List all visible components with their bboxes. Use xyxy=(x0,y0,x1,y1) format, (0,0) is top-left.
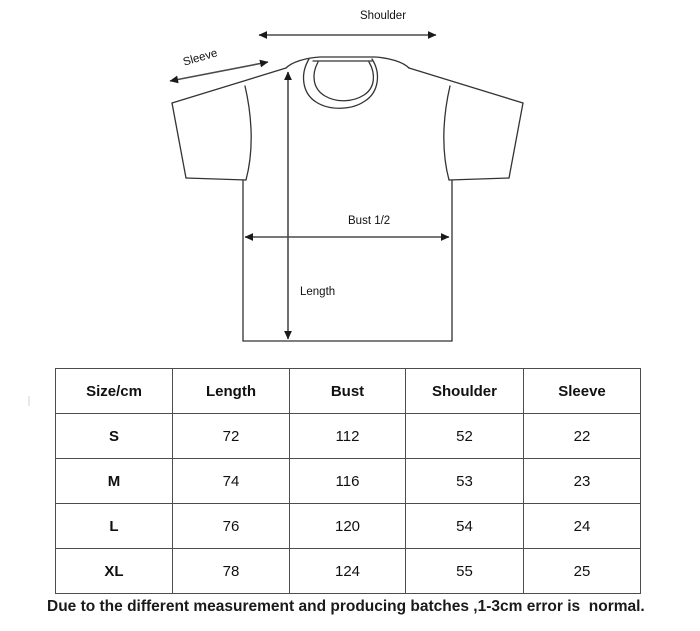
cell-sleeve: 24 xyxy=(523,503,641,549)
diagram-area: Shoulder Sleeve Bust 1/2 Length xyxy=(169,10,524,342)
collar-outline xyxy=(285,56,410,109)
size-chart-table-container: Size/cm Length Bust Shoulder Sleeve S 72… xyxy=(55,368,641,594)
cell-length: 72 xyxy=(172,413,290,459)
sleeve-dimension-arrow xyxy=(169,59,269,84)
table-row: S 72 112 52 22 xyxy=(55,413,641,459)
column-header-shoulder: Shoulder xyxy=(405,368,524,414)
cell-bust: 124 xyxy=(289,548,406,594)
column-header-bust: Bust xyxy=(289,368,406,414)
table-header-row: Size/cm Length Bust Shoulder Sleeve xyxy=(55,368,641,414)
column-header-length: Length xyxy=(172,368,290,414)
cell-sleeve: 23 xyxy=(523,458,641,504)
table-row: XL 78 124 55 25 xyxy=(55,548,641,594)
table-row: L 76 120 54 24 xyxy=(55,503,641,549)
scan-artifact xyxy=(28,396,30,406)
cell-length: 74 xyxy=(172,458,290,504)
shoulder-label: Shoulder xyxy=(360,10,407,22)
column-header-sleeve: Sleeve xyxy=(523,368,641,414)
cell-shoulder: 52 xyxy=(405,413,524,459)
table-row: M 74 116 53 23 xyxy=(55,458,641,504)
cell-length: 76 xyxy=(172,503,290,549)
cell-sleeve: 22 xyxy=(523,413,641,459)
cell-size: M xyxy=(55,458,173,504)
cell-length: 78 xyxy=(172,548,290,594)
cell-bust: 112 xyxy=(289,413,406,459)
cell-bust: 116 xyxy=(289,458,406,504)
measurement-disclaimer-note: Due to the different measurement and pro… xyxy=(47,598,645,615)
cell-shoulder: 54 xyxy=(405,503,524,549)
cell-size: XL xyxy=(55,548,173,594)
cell-size: S xyxy=(55,413,173,459)
cell-shoulder: 53 xyxy=(405,458,524,504)
t-shirt-outline-svg xyxy=(169,31,524,342)
shirt-body-outline xyxy=(171,67,524,342)
cell-sleeve: 25 xyxy=(523,548,641,594)
cell-size: L xyxy=(55,503,173,549)
length-label: Length xyxy=(300,286,336,298)
bust-label: Bust 1/2 xyxy=(348,215,391,227)
size-chart-table: Size/cm Length Bust Shoulder Sleeve S 72… xyxy=(55,368,641,594)
cell-bust: 120 xyxy=(289,503,406,549)
cell-shoulder: 55 xyxy=(405,548,524,594)
column-header-size: Size/cm xyxy=(55,368,173,414)
